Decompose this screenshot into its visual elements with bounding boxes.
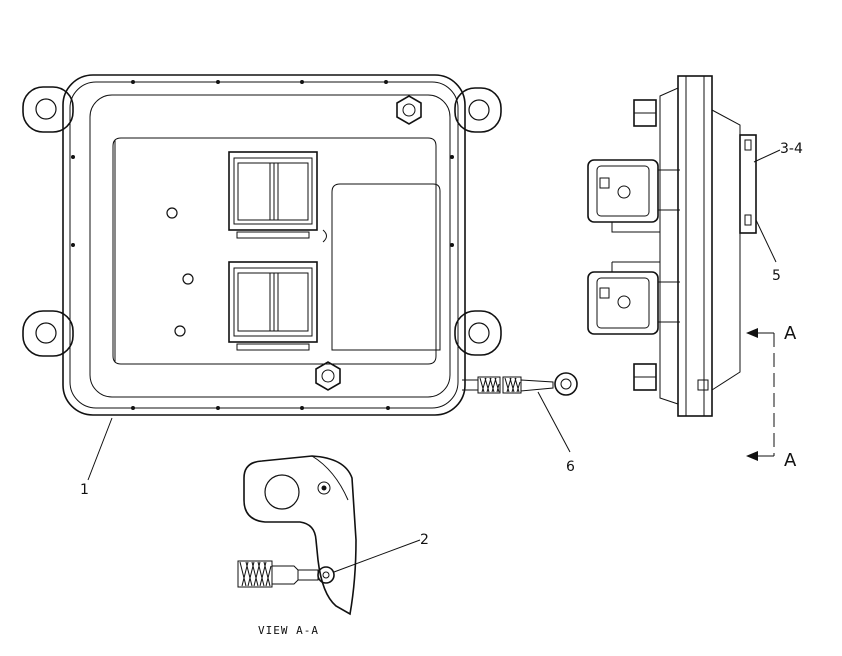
section-label-top: A <box>784 323 797 344</box>
ground-wire-detail <box>237 560 335 588</box>
raised-pad <box>331 183 441 351</box>
mounting-ear-top-right <box>454 87 502 133</box>
bracket-hole <box>264 474 300 510</box>
section-label-bottom: A <box>784 450 797 471</box>
bracket-outline <box>243 455 357 616</box>
ecm-housing-inner <box>89 94 451 398</box>
ecm-housing-outer <box>62 74 466 416</box>
plate-holes <box>166 207 194 337</box>
connector-plug-upper <box>587 159 680 233</box>
mounting-ear-bottom-left <box>22 310 74 357</box>
callout-5: 5 <box>772 268 781 284</box>
ecm-housing-rim <box>69 81 459 409</box>
ground-strap <box>462 372 578 396</box>
connector-plug-lower <box>587 261 680 335</box>
connector-socket-lower <box>228 261 318 351</box>
callouts: 1 2 3-4 5 6 <box>80 141 803 573</box>
section-line-a-a: A A <box>746 323 797 471</box>
mounting-ear-top-left <box>22 86 74 133</box>
ecm-front-view <box>22 74 578 416</box>
callout-2: 2 <box>420 532 429 548</box>
connector-socket-upper <box>228 151 318 239</box>
view-caption: VIEW A-A <box>258 624 319 637</box>
ecm-side-view <box>587 75 757 417</box>
mounting-ear-bottom-right <box>454 310 502 356</box>
callout-3-4: 3-4 <box>780 141 803 157</box>
side-housing <box>677 75 713 417</box>
hex-bolt-bottom <box>315 361 341 391</box>
perimeter-screws <box>71 80 454 410</box>
callout-1: 1 <box>80 482 89 498</box>
inner-plate <box>112 137 437 365</box>
callout-6: 6 <box>566 459 575 475</box>
detail-view-a-a: VIEW A-A <box>237 455 357 637</box>
hex-bolt-top <box>396 95 422 125</box>
